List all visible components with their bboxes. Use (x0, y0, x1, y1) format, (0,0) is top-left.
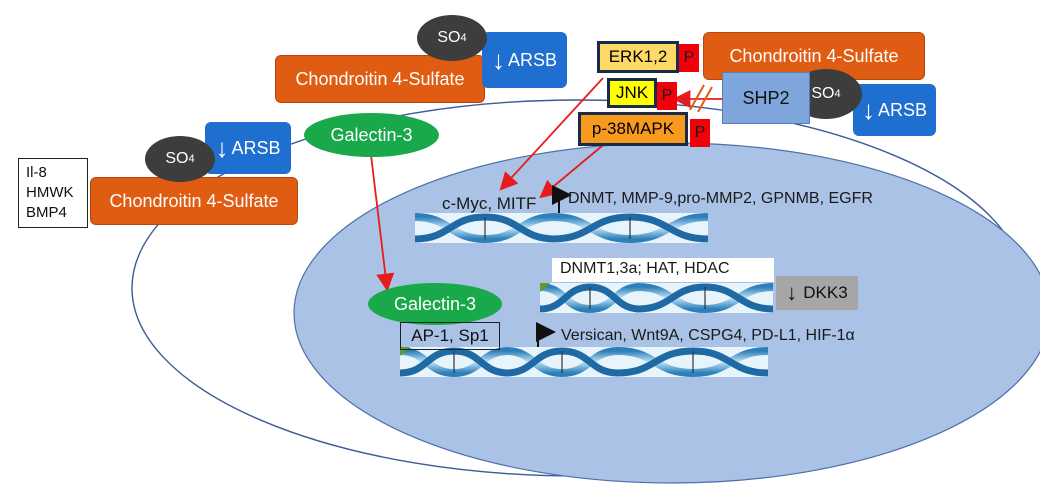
dna-row3c (617, 347, 769, 378)
phospho-jnk: P (657, 82, 677, 110)
p38mapk-node: p-38MAPK (578, 112, 688, 146)
gene-row2-label: DNMT1,3a; HAT, HDAC (552, 258, 774, 282)
so4-subscript: 4 (188, 153, 195, 165)
erk12-node: ERK1,2 (597, 41, 679, 73)
dna-row1b (552, 213, 709, 244)
galectin-3-nucleus: Galectin-3 (368, 283, 502, 325)
inhibition-mark-1 (689, 84, 705, 111)
dna-row2a (539, 283, 641, 314)
gene-row3-label: Versican, Wnt9A, CSPG4, PD-L1, HIF-1α (561, 327, 855, 344)
arsb-node-left: ↓ ARSB (205, 122, 291, 174)
secreted-factors-box: Il-8 HMWK BMP4 (18, 158, 88, 228)
ap1-sp1-box: AP-1, Sp1 (400, 322, 500, 350)
dkk3-label: DKK3 (803, 283, 848, 302)
so4-label: SO (165, 150, 189, 167)
arrow-erk-to-cmyc (499, 77, 604, 191)
dna-row3a (399, 347, 509, 378)
down-arrow-icon: ↓ (861, 94, 875, 125)
so4-subscript: 4 (834, 88, 841, 100)
factor-il8: Il-8 (26, 164, 47, 181)
so4-label: SO (811, 85, 835, 102)
dna-row2b (637, 283, 774, 314)
tss-arrow-row3 (536, 322, 556, 352)
tss-arrow-row1 (552, 185, 572, 217)
arsb-node-right: ↓ ARSB (853, 84, 936, 136)
dna-row3b (505, 347, 619, 378)
shp2-node: SHP2 (722, 72, 810, 124)
arrow-galectin-translocation (370, 154, 395, 292)
so4-label: SO (437, 29, 461, 46)
arsb-label: ARSB (231, 137, 281, 158)
phospho-p38: P (690, 119, 710, 147)
dna-row1a (414, 213, 556, 244)
phospho-erk: P (679, 44, 699, 72)
factor-bmp4: BMP4 (26, 204, 67, 221)
chondroitin-4-sulfate-left: Chondroitin 4-Sulfate (90, 177, 298, 225)
arsb-label: ARSB (507, 49, 558, 70)
down-arrow-icon: ↓ (491, 44, 505, 75)
chondroitin-4-sulfate-top: Chondroitin 4-Sulfate (275, 55, 485, 103)
arsb-node-top: ↓ ARSB (482, 32, 567, 88)
so4-subscript: 4 (460, 32, 467, 44)
jnk-node: JNK (607, 78, 657, 108)
dkk3-node: ↓ DKK3 (776, 276, 858, 310)
inhibition-mark-2 (697, 86, 713, 113)
cmyc-mitf-label: c-Myc, MITF (442, 194, 537, 213)
arsb-label: ARSB (877, 99, 928, 120)
galectin-3-cytoplasm: Galectin-3 (304, 113, 439, 157)
down-arrow-icon: ↓ (786, 280, 798, 305)
down-arrow-icon: ↓ (215, 132, 229, 163)
gene-row1-label: DNMT, MMP-9,pro-MMP2, GPNMB, EGFR (568, 190, 873, 207)
factor-hmwk: HMWK (26, 184, 74, 201)
